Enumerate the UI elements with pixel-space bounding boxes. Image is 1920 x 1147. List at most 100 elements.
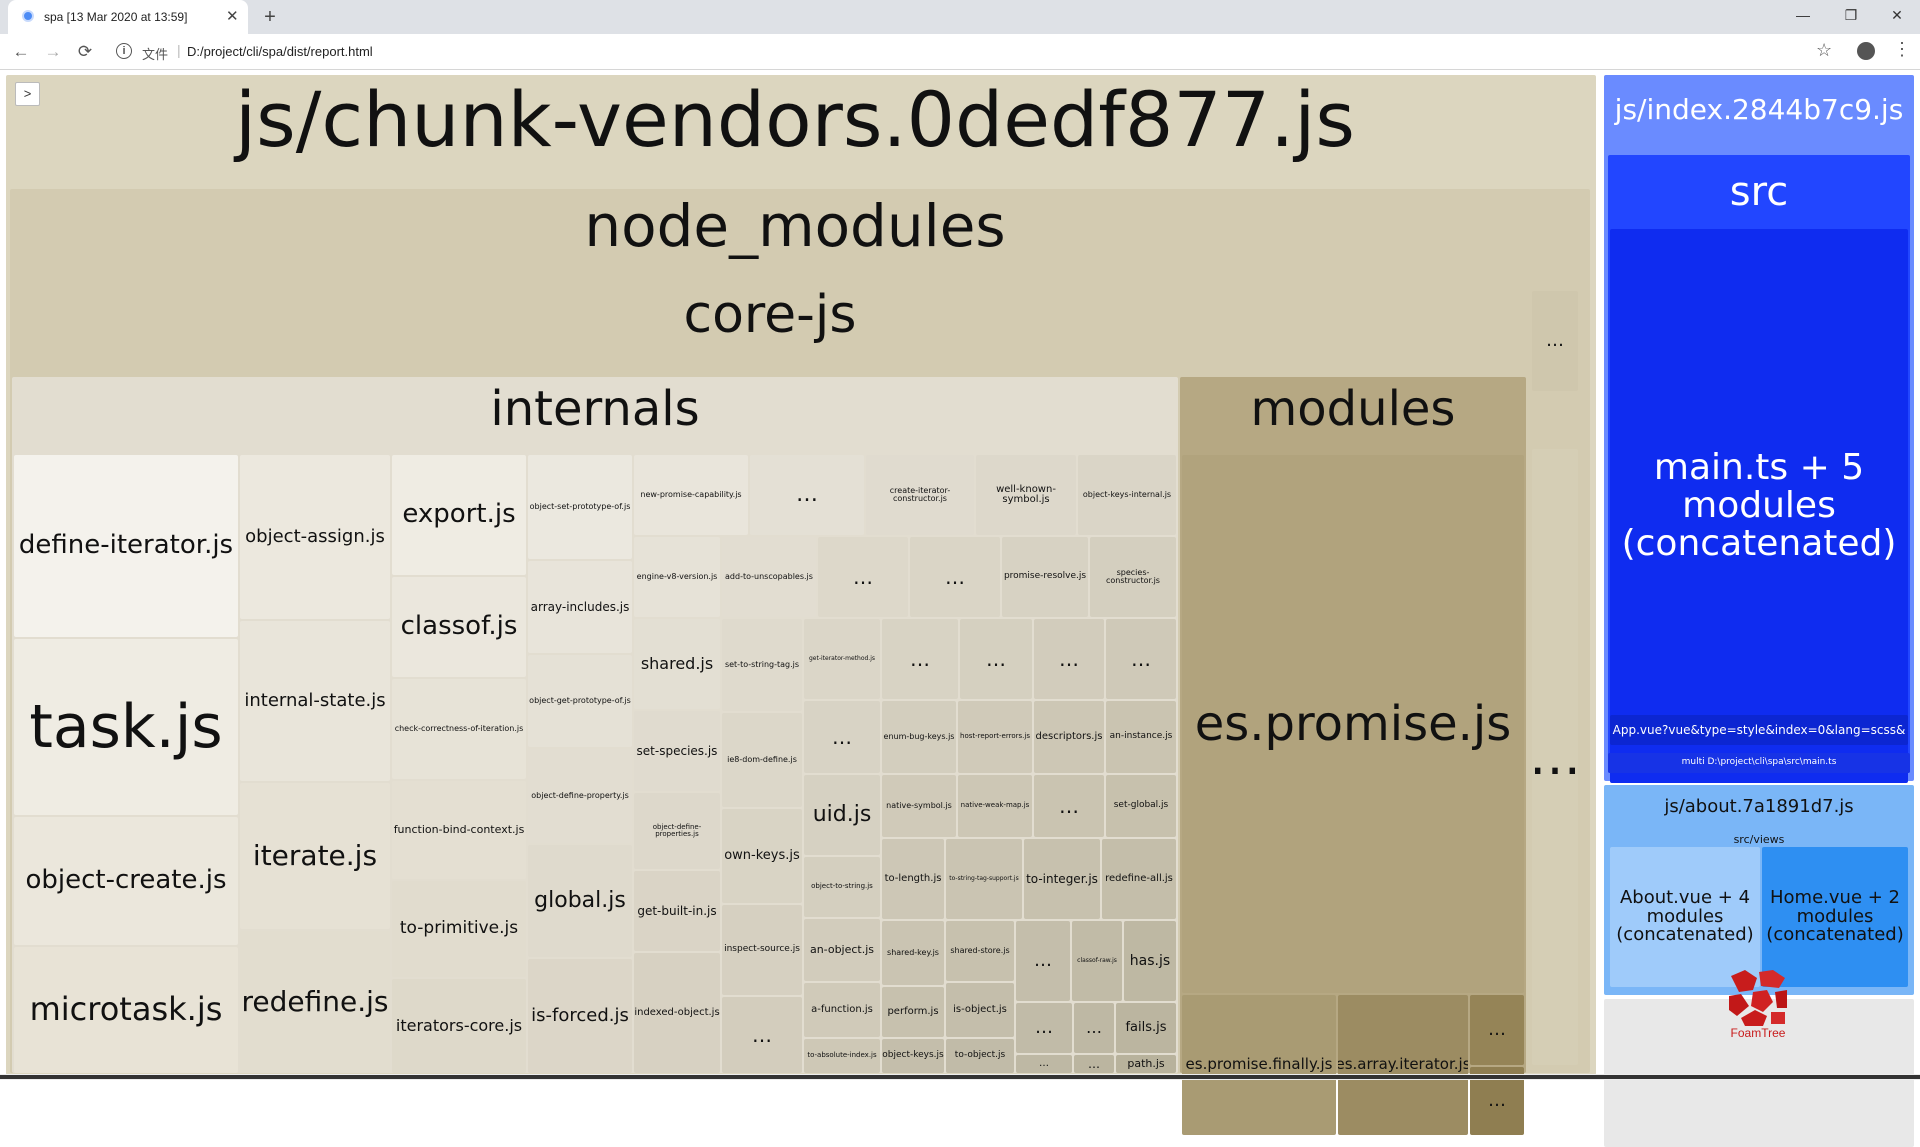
module-cell[interactable]: new-promise-capability.js [634,455,748,535]
module-cell[interactable]: set-global.js [1106,775,1176,837]
module-cell[interactable]: is-object.js [946,983,1014,1037]
module-more[interactable]: … [1106,619,1176,699]
module-cell[interactable]: classof.js [392,577,526,677]
module-cell[interactable]: microtask.js [14,947,238,1073]
main-ts-cell[interactable]: main.ts + 5 modules (concatenated) [1610,229,1908,783]
module-cell[interactable]: native-symbol.js [882,775,956,837]
module-cell[interactable]: iterate.js [240,783,390,929]
module-more[interactable]: … [722,997,802,1073]
module-cell[interactable]: global.js [528,845,632,957]
module-more[interactable]: … [882,619,958,699]
module-cell[interactable]: get-built-in.js [634,871,720,951]
module-cell[interactable]: object-keys-internal.js [1078,455,1176,535]
module-cell[interactable]: to-string-tag-support.js [946,839,1022,919]
module-cell[interactable]: redefine-all.js [1102,839,1176,919]
module-cell[interactable]: inspect-source.js [722,905,802,995]
module-cell[interactable]: an-instance.js [1106,701,1176,773]
close-window-button[interactable]: ✕ [1891,7,1903,23]
module-cell[interactable]: classof-raw.js [1072,921,1122,1001]
module-cell[interactable]: object-define-property.js [528,749,632,843]
module-more[interactable]: … [1016,921,1070,1001]
module-more[interactable]: … [818,537,908,617]
module-more[interactable]: … [1074,1055,1114,1073]
module-more[interactable]: … [1016,1055,1072,1073]
multi-main-cell[interactable]: multi D:\project\cli\spa\src\main.ts [1608,753,1910,773]
home-vue-cell[interactable]: Home.vue + 2 modules (concatenated) [1762,847,1908,987]
module-cell[interactable]: redefine.js [240,931,390,1073]
module-cell[interactable]: get-iterator-method.js [804,619,880,699]
browser-menu-icon[interactable]: ⋮ [1893,39,1911,59]
reload-button[interactable]: ⟳ [77,42,93,61]
module-cell[interactable]: is-forced.js [528,959,632,1073]
address-bar[interactable]: D:/project/cli/spa/dist/report.html [187,44,373,59]
sidebar-toggle-button[interactable]: > [15,82,40,106]
site-info-icon[interactable]: i [116,43,132,59]
module-cell[interactable]: object-define-properties.js [634,793,720,869]
account-icon[interactable] [1857,42,1875,60]
module-cell[interactable]: well-known-symbol.js [976,455,1076,535]
module-cell[interactable]: own-keys.js [722,809,802,903]
module-cell[interactable]: perform.js [882,987,944,1037]
bookmark-star-icon[interactable]: ☆ [1816,40,1833,60]
module-cell[interactable]: internal-state.js [240,621,390,781]
module-cell[interactable]: set-species.js [634,711,720,791]
core-js-more[interactable]: … [1532,291,1578,391]
module-cell[interactable]: has.js [1124,921,1176,1001]
module-cell[interactable]: a-function.js [804,983,880,1037]
module-cell[interactable]: host-report-errors.js [958,701,1032,773]
restore-button[interactable]: ❐ [1844,7,1858,23]
module-cell[interactable]: to-integer.js [1024,839,1100,919]
module-cell[interactable]: to-length.js [882,839,944,919]
module-cell[interactable]: promise-resolve.js [1002,537,1088,617]
module-cell[interactable]: task.js [14,639,238,815]
browser-tab[interactable]: spa [13 Mar 2020 at 13:59] ✕ [8,0,248,34]
module-more[interactable]: … [960,619,1032,699]
about-vue-cell[interactable]: About.vue + 4 modules (concatenated) [1610,847,1760,987]
module-more[interactable]: … [1074,1003,1114,1053]
app-vue-cell[interactable]: App.vue?vue&type=style&index=0&lang=scss… [1610,715,1908,745]
module-cell[interactable]: export.js [392,455,526,575]
module-cell[interactable]: object-get-prototype-of.js [528,655,632,747]
new-tab-button[interactable]: + [264,6,276,28]
module-cell[interactable]: object-assign.js [240,455,390,619]
module-cell[interactable]: object-create.js [14,817,238,945]
node-modules-more[interactable]: … [1532,449,1578,1065]
module-cell[interactable]: fails.js [1116,1003,1176,1053]
module-cell[interactable]: shared-key.js [882,921,944,985]
module-cell[interactable]: check-correctness-of-iteration.js [392,679,526,779]
module-cell[interactable]: create-iterator-constructor.js [866,455,974,535]
module-cell[interactable]: an-object.js [804,919,880,981]
module-cell[interactable]: function-bind-context.js [392,781,526,879]
module-cell[interactable]: species-constructor.js [1090,537,1176,617]
module-cell[interactable]: ie8-dom-define.js [722,713,802,807]
module-cell[interactable]: set-to-string-tag.js [722,619,802,711]
module-cell[interactable]: object-keys.js [882,1039,944,1073]
module-cell[interactable]: indexed-object.js [634,953,720,1073]
module-more[interactable]: … [1016,1003,1072,1053]
module-cell[interactable]: enum-bug-keys.js [882,701,956,773]
forward-button[interactable]: → [44,42,62,61]
module-more[interactable]: … [910,537,1000,617]
tab-close-icon[interactable]: ✕ [226,8,239,25]
module-cell[interactable]: path.js [1116,1055,1176,1073]
module-cell[interactable]: native-weak-map.js [958,775,1032,837]
modules-more-1[interactable]: … [1470,995,1524,1065]
module-cell[interactable]: to-primitive.js [392,881,526,977]
module-cell[interactable]: descriptors.js [1034,701,1104,773]
es-promise-cell[interactable]: es.promise.js [1182,455,1524,993]
module-more[interactable]: … [1034,619,1104,699]
es-array-iterator-cell[interactable]: es.array.iterator.js [1338,995,1468,1135]
module-cell[interactable]: define-iterator.js [14,455,238,637]
module-more[interactable]: … [804,701,880,773]
module-cell[interactable]: engine-v8-version.js [634,537,720,617]
module-cell[interactable]: shared.js [634,619,720,709]
module-cell[interactable]: object-set-prototype-of.js [528,455,632,559]
module-cell[interactable]: add-to-unscopables.js [722,537,816,617]
minimize-button[interactable]: — [1796,7,1810,23]
module-cell[interactable]: shared-store.js [946,921,1014,981]
module-cell[interactable]: uid.js [804,775,880,855]
module-more[interactable]: … [1034,775,1104,837]
module-cell[interactable]: iterators-core.js [392,979,526,1073]
es-promise-finally-cell[interactable]: es.promise.finally.js [1182,995,1336,1135]
module-cell[interactable]: to-absolute-index.js [804,1039,880,1073]
